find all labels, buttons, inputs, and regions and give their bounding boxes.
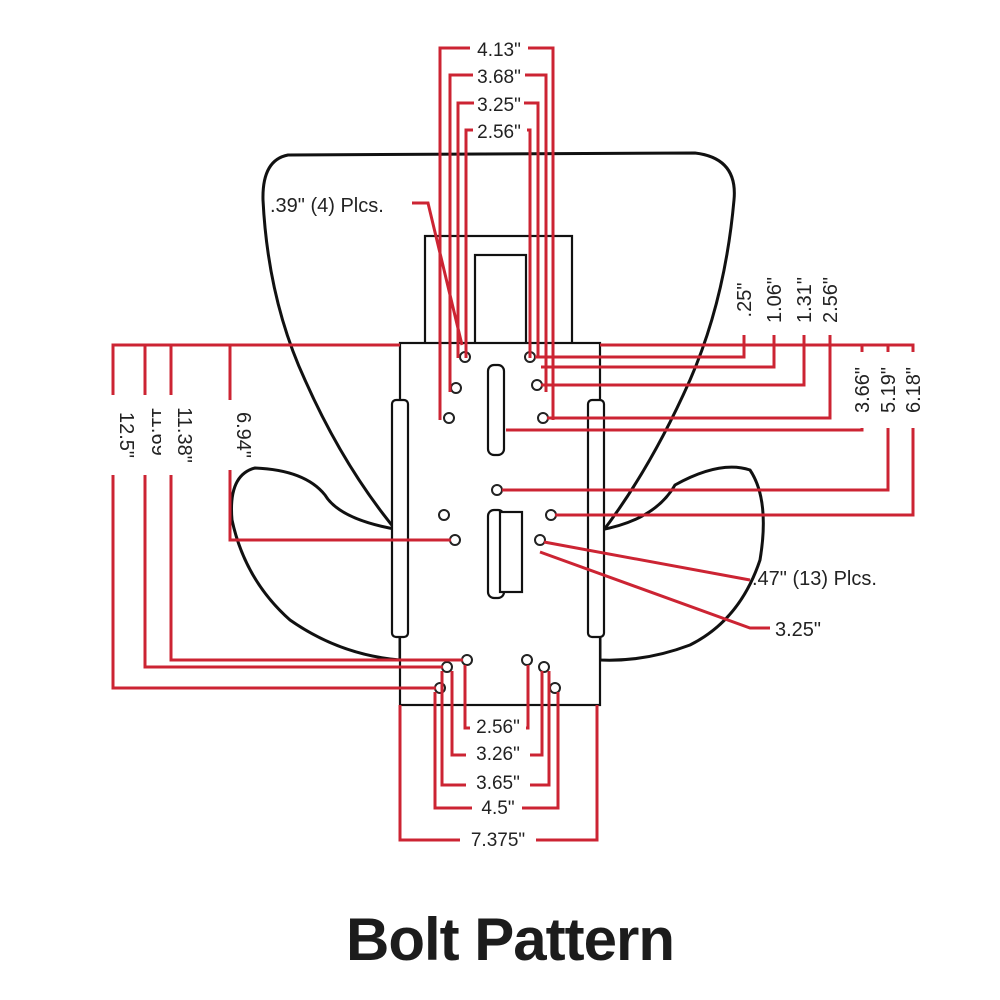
seat-cushion-right-outline	[598, 465, 765, 662]
dim-3-65: 3.65"	[476, 773, 520, 794]
bolt-hole	[534, 534, 546, 546]
top-dimension-labels: 4.13" 3.68" 3.25" 2.56"	[470, 39, 528, 143]
round-hole-note: .47" (13) Plcs.	[752, 568, 877, 590]
diagram-title: Bolt Pattern	[346, 906, 674, 973]
offset-leader	[539, 550, 770, 630]
top-bracket-inner-window	[473, 253, 528, 348]
bolt-hole	[545, 509, 557, 521]
right-upper-dimension-labels: .25" 1.06" 1.31" 2.56"	[734, 277, 842, 323]
upper-center-slot	[486, 363, 506, 457]
dim-1-06: 1.06"	[764, 277, 786, 323]
dim-3-68: 3.68"	[477, 67, 521, 88]
bolt-hole	[450, 382, 462, 394]
lower-center-slot-frame	[498, 510, 524, 594]
dim-5-19: 5.19"	[878, 367, 900, 413]
center-offset-note: 3.25"	[775, 619, 821, 641]
dim-11-38: 11.38"	[173, 407, 195, 463]
slot-hole-note: .39" (4) Plcs.	[270, 195, 384, 217]
dim-2-56-bottom: 2.56"	[476, 717, 520, 738]
dim-7-375: 7.375"	[471, 830, 525, 851]
dim-6-18: 6.18"	[903, 367, 925, 413]
left-dimension-labels: 12.5" 11.69" 11.38" 6.94"	[104, 395, 254, 475]
bolt-hole	[538, 661, 550, 673]
dim-6-94: 6.94"	[232, 412, 254, 458]
bolt-hole	[449, 534, 461, 546]
bolt-hole	[531, 379, 543, 391]
bolt-hole	[491, 484, 503, 496]
bolt-hole	[461, 654, 473, 666]
dim-1-31: 1.31"	[794, 277, 816, 323]
left-rail	[390, 398, 410, 639]
seat-cushion-left-outline	[229, 466, 402, 662]
right-lower-dimension-labels: 3.66" 5.19" 6.18"	[852, 352, 925, 428]
round-hole-leader	[543, 540, 751, 582]
bolt-hole	[537, 412, 549, 424]
dim-3-26: 3.26"	[476, 744, 520, 765]
bottom-dimension-labels: 2.56" 3.26" 3.65" 4.5" 7.375"	[460, 716, 536, 851]
bolt-hole	[441, 661, 453, 673]
dim-4-5: 4.5"	[481, 798, 514, 819]
right-upper-dimension-lines	[535, 335, 832, 420]
dim-4-13: 4.13"	[477, 40, 521, 61]
dim-2-56-right: 2.56"	[820, 277, 842, 323]
bolt-hole	[549, 682, 561, 694]
dim-3-66: 3.66"	[852, 367, 874, 413]
bolt-hole	[443, 412, 455, 424]
right-rail	[586, 398, 606, 639]
slot-hole-leader	[412, 201, 464, 346]
bolt-hole	[438, 509, 450, 521]
bolt-hole	[521, 654, 533, 666]
dim-2-56-top: 2.56"	[477, 122, 521, 143]
dim-12-5: 12.5"	[115, 412, 137, 458]
dim-0-25: .25"	[734, 283, 756, 318]
dim-3-25: 3.25"	[477, 95, 521, 116]
